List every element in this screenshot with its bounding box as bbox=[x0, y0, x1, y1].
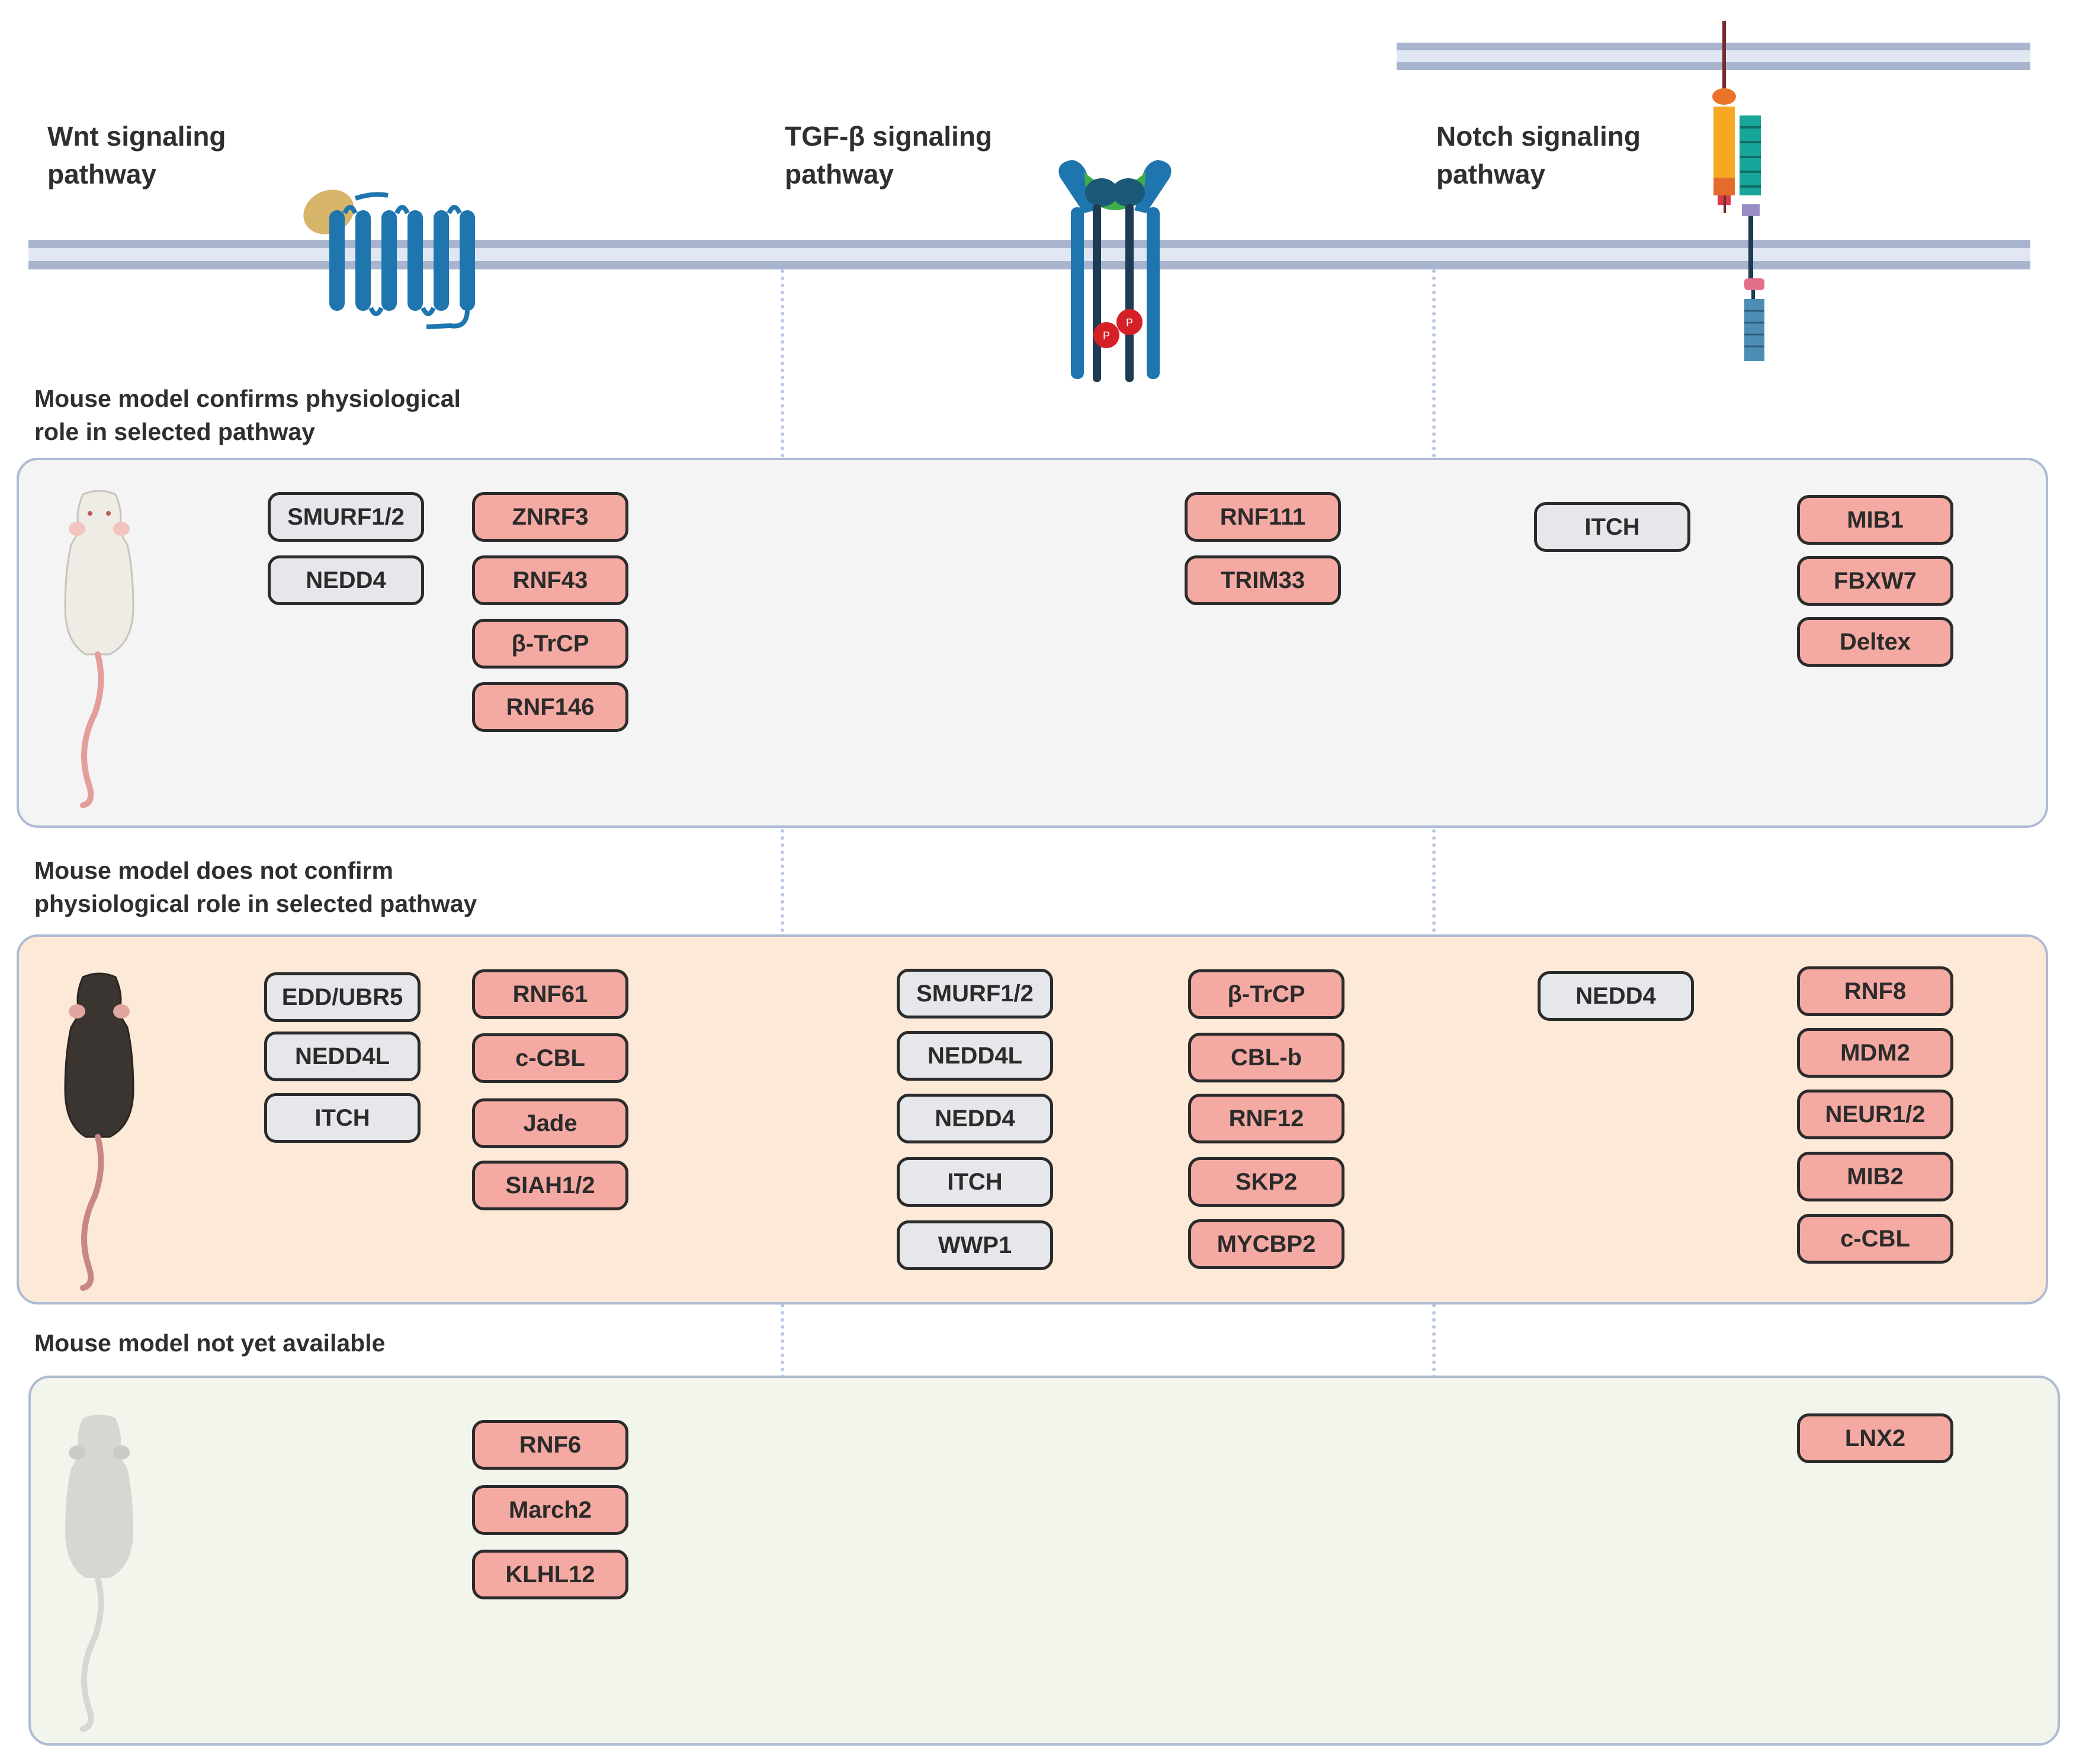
gene-box: MIB1 bbox=[1797, 495, 1953, 545]
gene-box: NEDD4L bbox=[897, 1031, 1053, 1081]
tgfb-receptor-icon: P P bbox=[1058, 160, 1172, 382]
gene-box: FBXW7 bbox=[1797, 556, 1953, 606]
gene-box: ITCH bbox=[1534, 502, 1690, 552]
gene-box: KLHL12 bbox=[472, 1550, 628, 1599]
gene-box: β-TrCP bbox=[472, 619, 628, 669]
gene-box: RNF43 bbox=[472, 555, 628, 605]
gene-box: EDD/UBR5 bbox=[264, 972, 421, 1022]
gene-box: MDM2 bbox=[1797, 1028, 1953, 1078]
gene-box: RNF111 bbox=[1185, 492, 1341, 542]
gene-box: MYCBP2 bbox=[1188, 1219, 1344, 1269]
gene-box: c-CBL bbox=[472, 1033, 628, 1083]
gene-box: CBL-b bbox=[1188, 1033, 1344, 1082]
gene-box: MIB2 bbox=[1797, 1152, 1953, 1201]
delta-ligand-icon bbox=[1722, 21, 1726, 92]
gene-box: ITCH bbox=[264, 1093, 421, 1143]
gene-box: NEUR1/2 bbox=[1797, 1090, 1953, 1139]
neighbor-cell-membrane bbox=[1397, 43, 2030, 70]
white-mouse-icon bbox=[64, 490, 134, 808]
svg-text:P: P bbox=[1103, 330, 1110, 342]
plasma-membrane bbox=[28, 240, 2030, 269]
gray-mouse-icon bbox=[65, 1415, 133, 1732]
gene-box: WWP1 bbox=[897, 1220, 1053, 1270]
gene-box: SMURF1/2 bbox=[897, 969, 1053, 1018]
gene-box: NEDD4 bbox=[1538, 971, 1694, 1021]
gene-box: NEDD4L bbox=[264, 1032, 421, 1081]
gene-box: SIAH1/2 bbox=[472, 1161, 628, 1210]
gene-box: c-CBL bbox=[1797, 1214, 1953, 1264]
gene-box: ZNRF3 bbox=[472, 492, 628, 542]
frizzled-receptor-icon bbox=[303, 189, 475, 329]
gene-box: RNF12 bbox=[1188, 1094, 1344, 1143]
gene-box: Jade bbox=[472, 1098, 628, 1148]
gene-box: Deltex bbox=[1797, 617, 1953, 667]
notch-receptor-icon bbox=[1712, 21, 1764, 361]
gene-box: β-TrCP bbox=[1188, 969, 1344, 1019]
gene-box: RNF8 bbox=[1797, 966, 1953, 1016]
black-mouse-icon bbox=[64, 972, 134, 1291]
gene-box: ITCH bbox=[897, 1157, 1053, 1207]
svg-text:P: P bbox=[1126, 317, 1133, 329]
wnt-ligand-icon bbox=[303, 189, 354, 234]
gene-box: LNX2 bbox=[1797, 1413, 1953, 1463]
gene-box: TRIM33 bbox=[1185, 555, 1341, 605]
gene-box: NEDD4 bbox=[897, 1094, 1053, 1143]
section-label-unavailable: Mouse model not yet available bbox=[34, 1329, 386, 1357]
gene-box: SKP2 bbox=[1188, 1157, 1344, 1207]
gene-box: RNF6 bbox=[472, 1420, 628, 1470]
gene-box: RNF61 bbox=[472, 969, 628, 1019]
gene-box: RNF146 bbox=[472, 682, 628, 732]
gene-box: NEDD4 bbox=[268, 555, 424, 605]
gene-box: SMURF1/2 bbox=[268, 492, 424, 542]
panel-unavailable bbox=[28, 1376, 2060, 1746]
gene-box: March2 bbox=[472, 1485, 628, 1535]
